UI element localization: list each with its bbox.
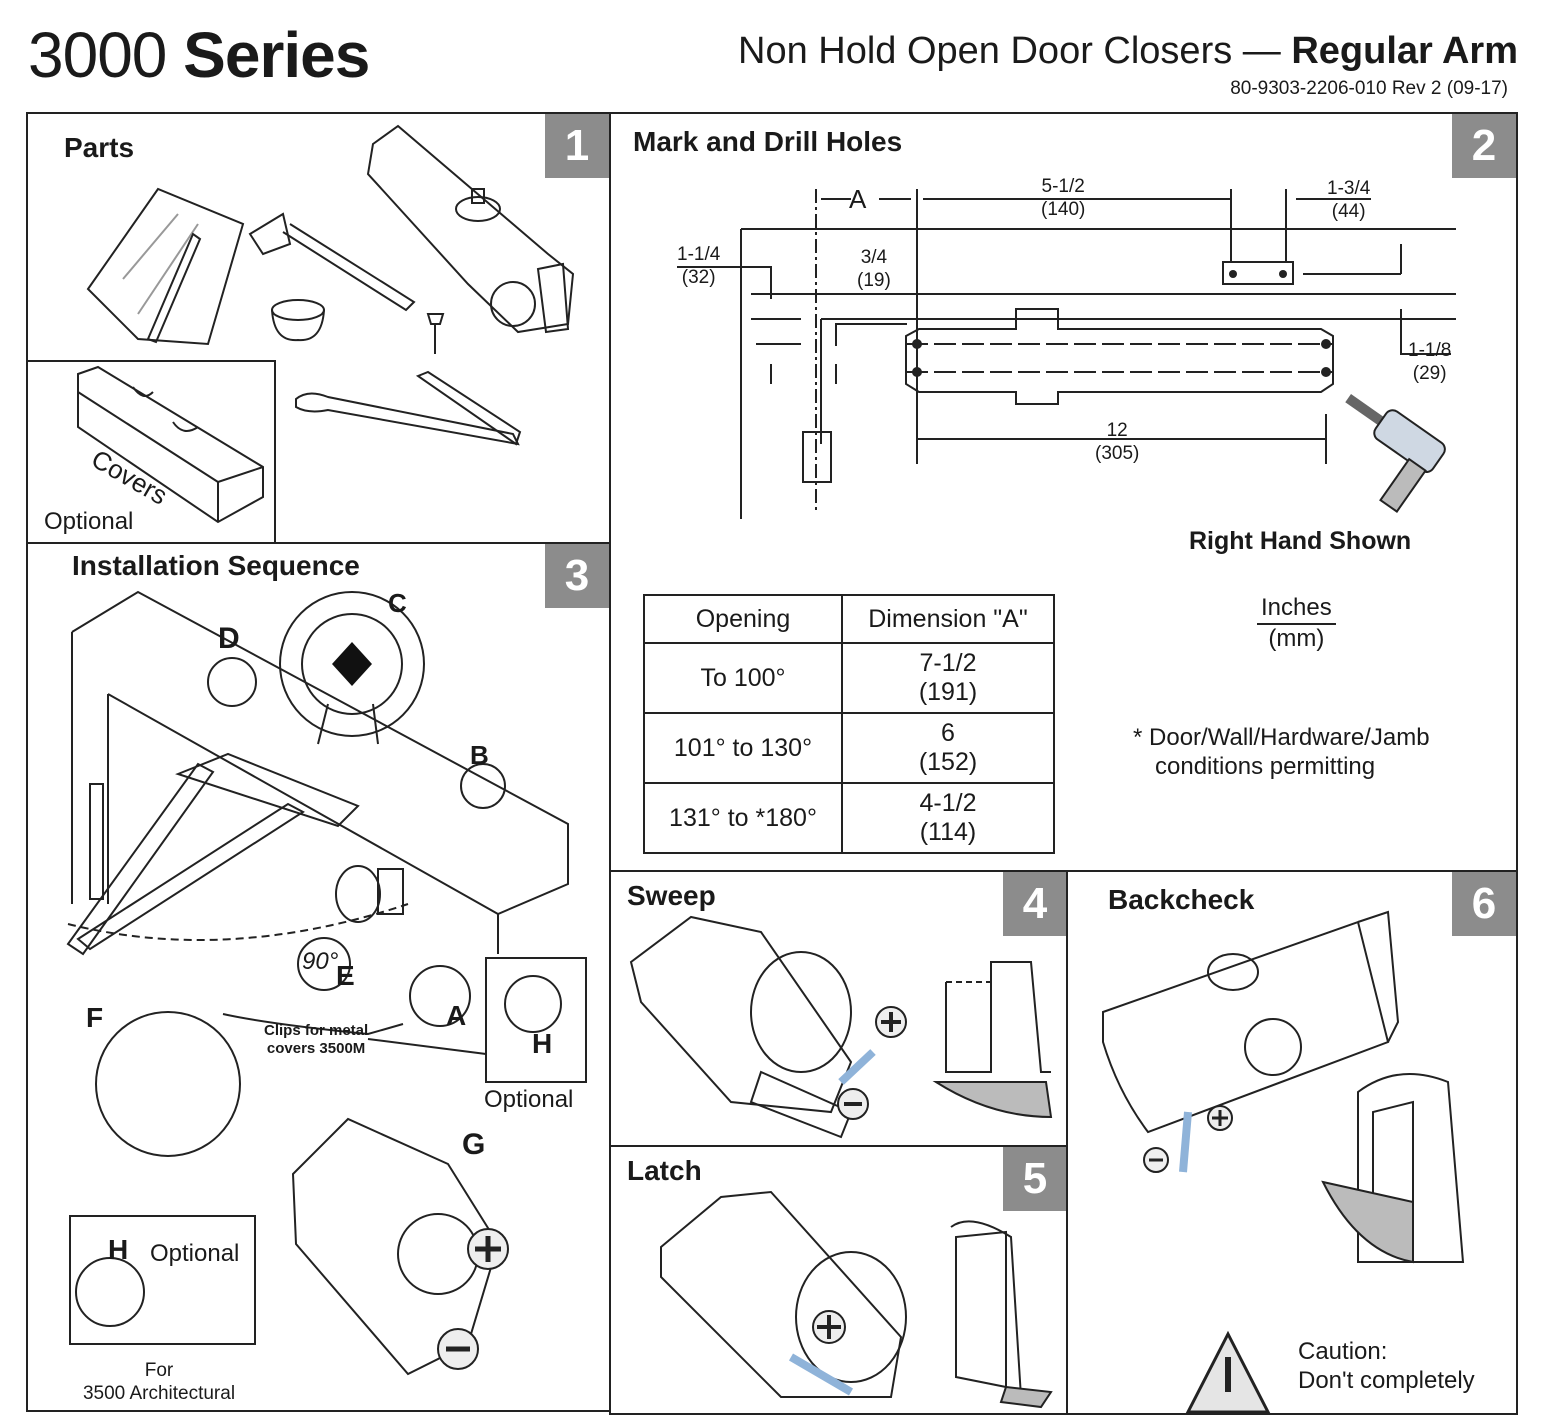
- latch-illustration: [660, 1190, 1053, 1409]
- series-number: 3000: [28, 19, 167, 91]
- spindle-detail-circle: [279, 591, 425, 737]
- closer-g-icon: [291, 1117, 500, 1376]
- h-optional-label: Optional: [150, 1240, 240, 1267]
- label-h: H: [532, 1028, 553, 1059]
- panel-installation-sequence: 3 Installation Sequence: [26, 542, 611, 1412]
- plus-icon: [467, 1228, 509, 1270]
- main-arm-icon: [295, 392, 520, 446]
- backcheck-illustration: [1102, 910, 1465, 1414]
- arm-bracket-outline: [1222, 261, 1294, 285]
- drill-icon: [1345, 394, 1446, 513]
- dim-1-3-4: 1-3/4(44): [1327, 178, 1371, 222]
- bolt-d-circle: [207, 657, 257, 707]
- subtitle-bold: Regular Arm: [1291, 30, 1518, 72]
- panel-sweep: 4 Sweep: [609, 870, 1069, 1148]
- parts-illustration: [86, 124, 575, 446]
- step-badge-6: 6: [1452, 872, 1516, 936]
- door-latch-icon: [955, 1230, 1007, 1389]
- label-c: C: [388, 588, 407, 618]
- cap-icon: [271, 299, 325, 321]
- dimension-a-table: Opening Dimension "A" To 100° 7-1/2(191)…: [643, 594, 1055, 854]
- h-optional-letter: H: [108, 1234, 129, 1265]
- label-d: D: [218, 622, 240, 655]
- table-row: 101° to 130° 6(152): [643, 712, 1055, 784]
- minus-icon: [1143, 1147, 1169, 1173]
- angle-label: 90°: [302, 948, 339, 975]
- step-badge-1: 1: [545, 114, 609, 178]
- screw-b-circle: [460, 763, 506, 809]
- optional-h-box: [485, 957, 587, 1083]
- warning-triangle-icon: [1185, 1330, 1271, 1414]
- caution-note: Caution: Don't completely: [1298, 1338, 1475, 1394]
- series-title: 3000 Series: [28, 18, 370, 92]
- panel-title-backcheck: Backcheck: [1108, 884, 1255, 915]
- panel-parts: 1 Parts: [26, 112, 611, 546]
- units-legend: Inches (mm): [1257, 594, 1336, 654]
- col-header-dimension: Dimension "A": [841, 594, 1055, 644]
- for-architectural-note: For 3500 Architectural: [82, 1360, 236, 1404]
- minus-icon: [837, 1088, 869, 1120]
- minus-icon: [437, 1328, 479, 1370]
- label-a: A: [446, 1000, 467, 1031]
- table-header-row: Opening Dimension "A": [643, 594, 1055, 644]
- closer-outline: [905, 308, 1334, 405]
- product-subtitle: Non Hold Open Door Closers — Regular Arm: [738, 30, 1518, 73]
- step-badge-5: 5: [1003, 1147, 1067, 1211]
- subtitle-plain: Non Hold Open Door Closers —: [738, 30, 1281, 72]
- covers-optional-label: Optional: [44, 508, 134, 535]
- panel-title-install: Installation Sequence: [72, 550, 360, 581]
- arm-icon: [66, 762, 215, 956]
- dim-1-1-4: 1-1/4(32): [677, 244, 721, 288]
- cover-illustration: [77, 365, 264, 524]
- clips-note: Clips for metal covers 3500M: [264, 1022, 369, 1057]
- label-f: F: [86, 1002, 104, 1033]
- screw-a-circle: [409, 965, 471, 1027]
- panel-backcheck: 6 Backcheck Caution: Don't completely: [1066, 870, 1518, 1415]
- screw-icon: [426, 313, 445, 354]
- label-e: E: [336, 960, 355, 991]
- drill-template-diagram: [677, 189, 1456, 519]
- h-part-circle: [504, 975, 562, 1033]
- spindle-star-icon: [332, 642, 372, 686]
- col-header-opening: Opening: [643, 594, 843, 644]
- label-b: B: [470, 740, 489, 770]
- panel-mark-and-drill: 2 Mark and Drill Holes: [609, 112, 1518, 872]
- dim-1-1-8: 1-1/8(29): [1408, 340, 1452, 384]
- plus-icon: [1207, 1105, 1233, 1131]
- installation-illustration: [66, 590, 587, 1376]
- panel-title-drill: Mark and Drill Holes: [633, 126, 903, 157]
- angle-circle: [297, 937, 351, 991]
- dim-5-1-2: 5-1/2(140): [1041, 176, 1086, 220]
- sweep-illustration: [629, 915, 1053, 1139]
- covers-inset: Covers Optional: [26, 360, 276, 546]
- f-detail-circle: [95, 1011, 241, 1157]
- panel-title-latch: Latch: [627, 1155, 702, 1186]
- door-sweep-icon: [945, 961, 1051, 1073]
- plus-icon: [812, 1310, 846, 1344]
- table-row: 131° to *180° 4-1/2(114): [643, 782, 1055, 854]
- dim-12: 12(305): [1095, 420, 1140, 464]
- h-optional-box: [69, 1215, 256, 1345]
- step-badge-3: 3: [545, 544, 609, 608]
- dim-3-4: 3/4(19): [857, 247, 891, 291]
- sweep-arc: [67, 903, 409, 941]
- arm-bracket-icon: [248, 212, 292, 256]
- footnote: * Door/Wall/Hardware/Jamb conditions per…: [1133, 724, 1430, 780]
- step-badge-4: 4: [1003, 872, 1067, 936]
- series-word: Series: [183, 19, 370, 91]
- hardware-bag-icon: [86, 187, 245, 346]
- dim-a-label: A: [849, 184, 867, 214]
- document-number: 80-9303-2206-010 Rev 2 (09-17): [1230, 78, 1508, 99]
- table-row: To 100° 7-1/2(191): [643, 642, 1055, 714]
- panel-title-sweep: Sweep: [627, 880, 716, 911]
- panel-latch: 5 Latch: [609, 1145, 1069, 1415]
- right-hand-shown: Right Hand Shown: [1189, 527, 1412, 555]
- step-badge-2: 2: [1452, 114, 1516, 178]
- hinge-icon: [89, 783, 104, 900]
- panel-title-parts: Parts: [64, 132, 135, 163]
- optional-label-h: Optional: [484, 1086, 574, 1113]
- label-g: G: [462, 1128, 486, 1161]
- plus-icon: [875, 1006, 907, 1038]
- door-backcheck-icon: [1357, 1073, 1465, 1263]
